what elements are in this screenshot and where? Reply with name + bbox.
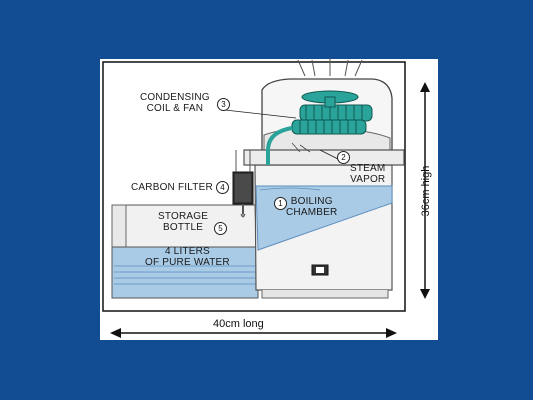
storage-label-line2: BOTTLE bbox=[163, 222, 204, 233]
condensing-label-line1: CONDENSING bbox=[140, 92, 210, 103]
carbon-filter bbox=[232, 150, 254, 218]
width-label: 40cm long bbox=[213, 318, 264, 330]
condensing-label-line2: COIL & FAN bbox=[146, 103, 204, 114]
boiling-chamber bbox=[254, 164, 393, 299]
storage-label-line1: STORAGE bbox=[158, 211, 209, 222]
chamber-water bbox=[255, 185, 393, 251]
storage-number: 5 bbox=[214, 222, 227, 235]
water-label: 4 LITERS OF PURE WATER bbox=[145, 246, 230, 268]
inner-frame bbox=[102, 61, 406, 312]
storage-label: STORAGE BOTTLE bbox=[158, 211, 208, 233]
boiling-number: 1 bbox=[274, 197, 287, 210]
boiling-label-line1: BOILING bbox=[290, 196, 333, 207]
steam-label-line2: VAPOR bbox=[350, 174, 386, 185]
boiling-label-line2: CHAMBER bbox=[286, 207, 338, 218]
condensing-coil bbox=[299, 104, 373, 122]
steam-number: 2 bbox=[337, 151, 350, 164]
height-label: 36cm high bbox=[420, 165, 432, 217]
condenser-housing bbox=[243, 58, 405, 166]
condensing-label: CONDENSING COIL & FAN bbox=[140, 92, 210, 114]
water-label-line1: 4 LITERS bbox=[164, 246, 210, 257]
boiling-label: BOILING CHAMBER bbox=[286, 196, 337, 218]
carbon-filter-label: CARBON FILTER bbox=[131, 182, 213, 193]
carbon-filter-number: 4 bbox=[216, 181, 229, 194]
water-label-line2: OF PURE WATER bbox=[145, 257, 230, 268]
steam-label-line1: STEAM bbox=[350, 163, 386, 174]
steam-label: STEAM VAPOR bbox=[350, 163, 385, 185]
condensing-number: 3 bbox=[217, 98, 230, 111]
